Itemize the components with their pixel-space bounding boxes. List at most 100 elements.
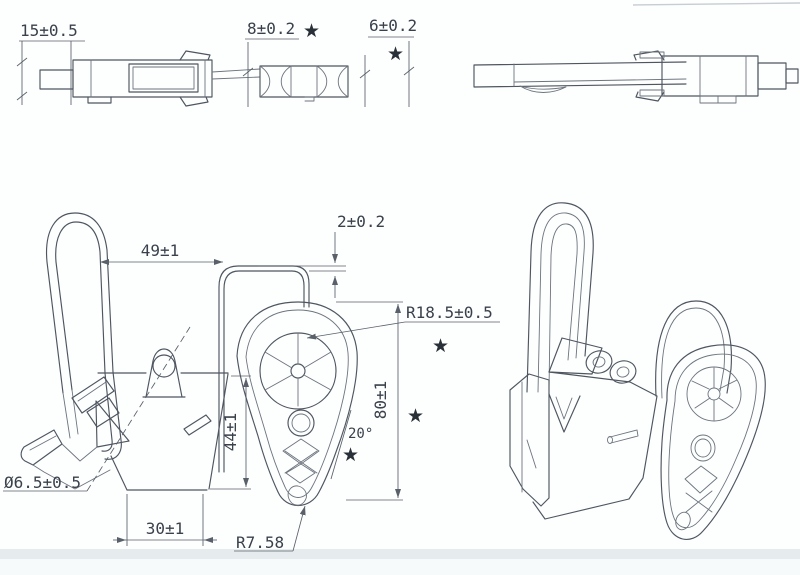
body3d-pin-cap [607,436,613,444]
side-right-dividers [699,55,747,97]
body3d-jaw [548,393,581,433]
side-right-body [661,55,759,97]
jaw-bar [71,376,115,414]
wedge-inner-wall [245,309,349,498]
bail3d-outer [655,300,732,397]
body3d-lug2 [609,360,637,384]
dim-angle-line [330,409,352,480]
side-right-nub [785,68,799,84]
side-left-tab [39,69,74,90]
spool-outline [259,65,349,98]
body3d-jaw-inner [555,396,573,420]
hook3d-inner [548,223,578,391]
side-left-latch-bottom [179,96,209,107]
view-side-left: 15±0.5 8±0.2 ★ 6±0.2 ★ [16,16,417,107]
side-right-bar-inner [513,63,687,87]
wedge-tip-hole [287,485,307,506]
wedge3d-ring [690,434,716,462]
star-angle: ★ [342,444,359,466]
dim-spool-width-label: 8±0.2 [247,19,295,38]
body3d-face [532,371,658,520]
body-outline [110,373,229,491]
jaw-bar-inner [77,381,107,402]
wedge-lattice [282,438,320,484]
body3d-plate [548,337,603,375]
jaw-foot [20,429,63,466]
body-slot [183,414,212,436]
dim-spool-width-ticks [242,67,371,79]
view-side-right [473,50,799,104]
wedge-wheel-hub [290,363,306,379]
wedge3d-ring-inner [694,438,712,458]
wedge-ring-inner [291,413,311,433]
wedge-outline [236,301,358,507]
view-wedge: 2±0.2 R18.5±0.5 ★ 80±1 ★ 20° ★ R7.58 [218,212,500,552]
side-right-steps [639,51,665,97]
hook-inner [55,221,113,452]
hook3d-mid [537,212,585,393]
dim-body-height-label: 44±1 [221,413,240,452]
body3d-slab [509,373,550,507]
dim-tip-radius-leader [292,505,306,552]
star-spool-width: ★ [303,20,320,42]
body-dome [142,348,186,398]
jaw-block [86,397,120,428]
dim-hole-label: Ø6.5±0.5 [4,473,81,492]
wedge-wheel-spokes [264,332,332,407]
wedge-ring-outer [287,409,315,437]
wedge3d-spokes [691,367,738,421]
side-right-latch-top [633,50,665,61]
dim-height-label: 80±1 [371,381,390,420]
side-left-window [128,63,199,93]
side-right-cap [757,62,787,90]
wedge3d-lattice [684,465,718,513]
body3d-pin [609,429,639,444]
dim-neck-label: 6±0.2 [369,16,417,35]
side-right-bar [473,61,687,88]
scan-band-bottom-light [0,559,800,575]
dim-side-height-ticks [16,57,28,101]
side-right-latch-bottom [635,91,665,102]
side-right-bottom-tabs [699,95,737,104]
dim-wire-dia-ext [258,265,346,272]
view-front: 49±1 44±1 30±1 Ø6.5±0.5 [3,212,251,546]
side-left-body [72,59,213,98]
side-left-notch [87,96,112,104]
dim-neck-tick [403,66,415,76]
wedge3d-inner [668,353,757,529]
dim-spool-width-lines [245,38,366,107]
star-neck: ★ [387,43,404,65]
wedge3d-outline [660,344,766,540]
dim-base-width-label: 30±1 [146,519,185,538]
scan-edge-top [632,2,800,6]
hook3d-outer [526,202,594,393]
dim-top-radius-leader [306,321,406,340]
side-left-wire [211,68,261,80]
spool-nub [304,96,315,102]
dim-neck-lines [368,36,414,107]
dim-base-width-lines [126,494,204,546]
hook-outer [45,212,122,460]
dim-angle-label: 20° [348,426,373,442]
star-top-radius: ★ [432,335,449,357]
body3d-lug2-hole [616,366,630,378]
view-3d [509,202,766,540]
dim-tip-radius-label: R7.58 [236,533,284,552]
body3d-lug1-hole [592,356,606,368]
dim-side-height-label: 15±0.5 [20,21,78,40]
dim-top-radius-label: R18.5±0.5 [406,303,493,322]
spool-flange-left [259,65,292,98]
bail-wire-inner [223,270,305,473]
body-hole [152,354,176,378]
dim-side-height-lines [19,40,85,105]
body3d-lug1 [585,350,613,374]
hook-leg-lines [62,389,79,439]
scan-band-bottom [0,549,800,559]
bail3d-inner [661,307,725,399]
dim-height-ext [336,301,403,501]
spool-flange-right [316,65,349,98]
dim-hook-width-label: 49±1 [141,241,180,260]
